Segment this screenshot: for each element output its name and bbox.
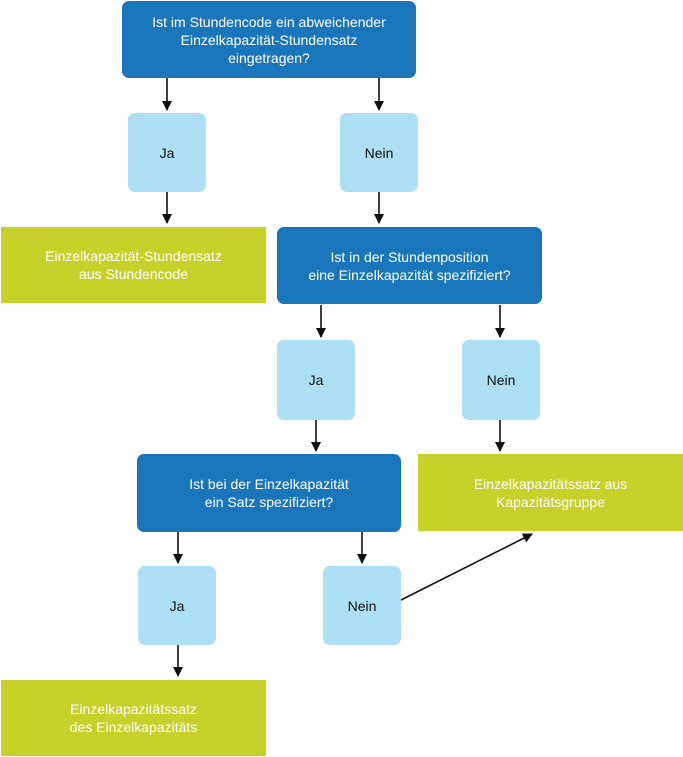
answer-yes-2: Ja [277,340,355,420]
question-stundenposition: Ist in der Stundenposition eine Einzelka… [277,227,542,304]
answer-yes-1: Ja [128,113,206,192]
answer-no-1: Nein [340,113,418,192]
answer-no-2: Nein [462,340,540,420]
result-stundencode-satz: Einzelkapazität-Stundensatz aus Stundenc… [1,227,266,303]
answer-no-3: Nein [323,566,401,645]
question-stundencode: Ist im Stundencode ein abweichender Einz… [122,1,416,78]
result-kapazitaetsgruppe-satz: Einzelkapazitätssatz aus Kapazitätsgrupp… [418,454,683,531]
answer-yes-3: Ja [138,566,216,645]
question-einzelkapazitaet-satz: Ist bei der Einzelkapazität ein Satz spe… [137,454,401,532]
arrow-nein3-to-r2 [400,533,533,601]
result-einzelkapazitaet-satz: Einzelkapazitätssatz des Einzelkapazität… [1,680,266,756]
